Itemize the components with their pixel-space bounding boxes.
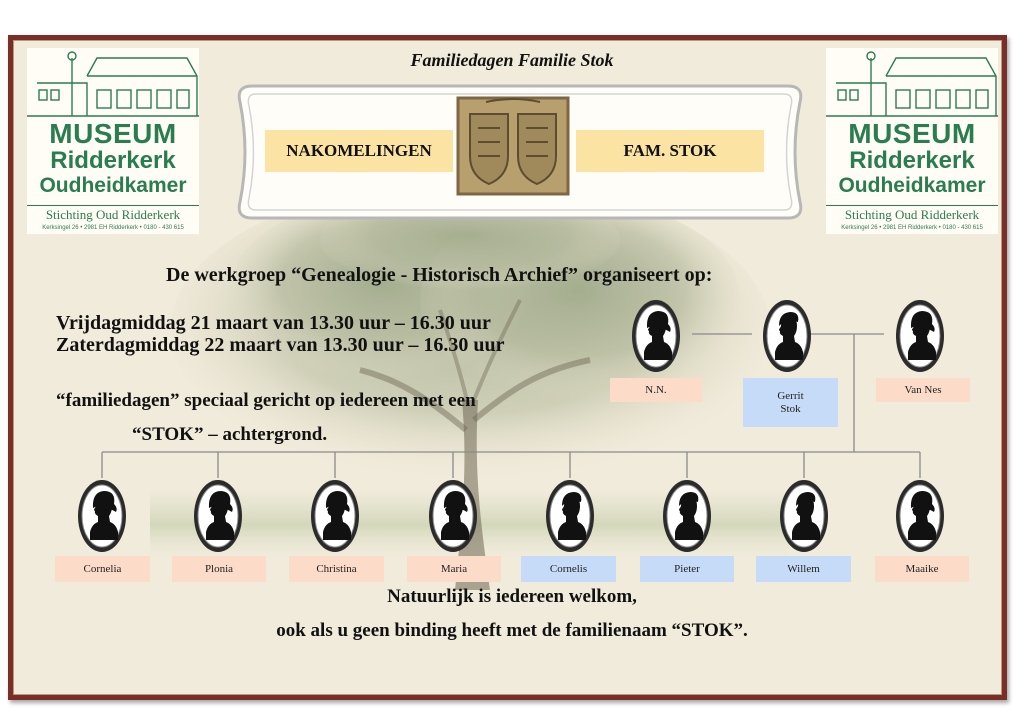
museum-logo-right: MUSEUM Ridderkerk Oudheidkamer Stichting… [826,48,998,234]
child-box-willem: Willem [756,556,851,582]
logo-divider [27,205,199,206]
child-portrait-icon [429,480,477,552]
logo-address-text: Kerksingel 26 • 2981 EH Ridderkerk • 018… [841,225,983,231]
child-box-pieter: Pieter [640,556,734,582]
parent-portrait-icon [632,300,680,372]
child-box-cornelia: Cornelia [55,556,150,582]
welcome-subtext: ook als u geen binding heeft met de fami… [276,620,748,641]
logo-place-text: Ridderkerk [849,147,975,174]
child-box-maaike: Maaike [875,556,969,582]
date-saturday: Zaterdagmiddag 22 maart van 13.30 uur – … [56,334,505,356]
logo-divider [826,205,998,206]
fam-stok-label: FAM. STOK [576,130,764,172]
museum-building-icon [27,51,199,117]
logo-address-text: Kerksingel 26 • 2981 EH Ridderkerk • 018… [42,225,184,231]
date-friday: Vrijdagmiddag 21 maart van 13.30 uur – 1… [56,312,491,334]
logo-foundation-text: Stichting Oud Ridderkerk [844,207,980,222]
parent-box-gerrit-stok: Gerrit Stok [743,378,838,427]
child-portrait-icon [663,480,711,552]
stok-background-text: “STOK” – achtergrond. [132,424,328,445]
child-box-maria: Maria [407,556,501,582]
child-portrait-icon [311,480,359,552]
child-portrait-icon [780,480,828,552]
logo-foundation-text: Stichting Oud Ridderkerk [45,207,181,222]
parent-portrait-icon [896,300,944,372]
family-crest-image [456,96,570,196]
child-portrait-icon [78,480,126,552]
child-portrait-icon [546,480,594,552]
child-box-plonia: Plonia [172,556,266,582]
museum-logo-left: MUSEUM Ridderkerk Oudheidkamer Stichting… [27,48,199,234]
frame-border [13,40,1002,695]
nakomelingen-label: NAKOMELINGEN [265,130,453,172]
child-box-christina: Christina [289,556,384,582]
welcome-text: Natuurlijk is iedereen welkom, [387,586,637,607]
museum-building-icon [826,51,998,117]
logo-subtitle-text: Oudheidkamer [838,174,986,197]
logo-place-text: Ridderkerk [50,147,176,174]
familiedagen-text: “familiedagen” speciaal gericht op ieder… [56,390,476,411]
logo-subtitle-text: Oudheidkamer [39,174,187,197]
intro-text: De werkgroep “Genealogie - Historisch Ar… [166,264,713,286]
child-portrait-icon [896,480,944,552]
logo-museum-text: MUSEUM [848,118,976,149]
page-title: Familiedagen Familie Stok [410,50,614,70]
parent-portrait-icon [763,300,811,372]
parent-box-van-nes: Van Nes [876,378,970,402]
parent-box-nn: N.N. [610,378,702,402]
child-box-cornelis: Cornelis [521,556,616,582]
logo-museum-text: MUSEUM [49,118,177,149]
child-portrait-icon [194,480,242,552]
